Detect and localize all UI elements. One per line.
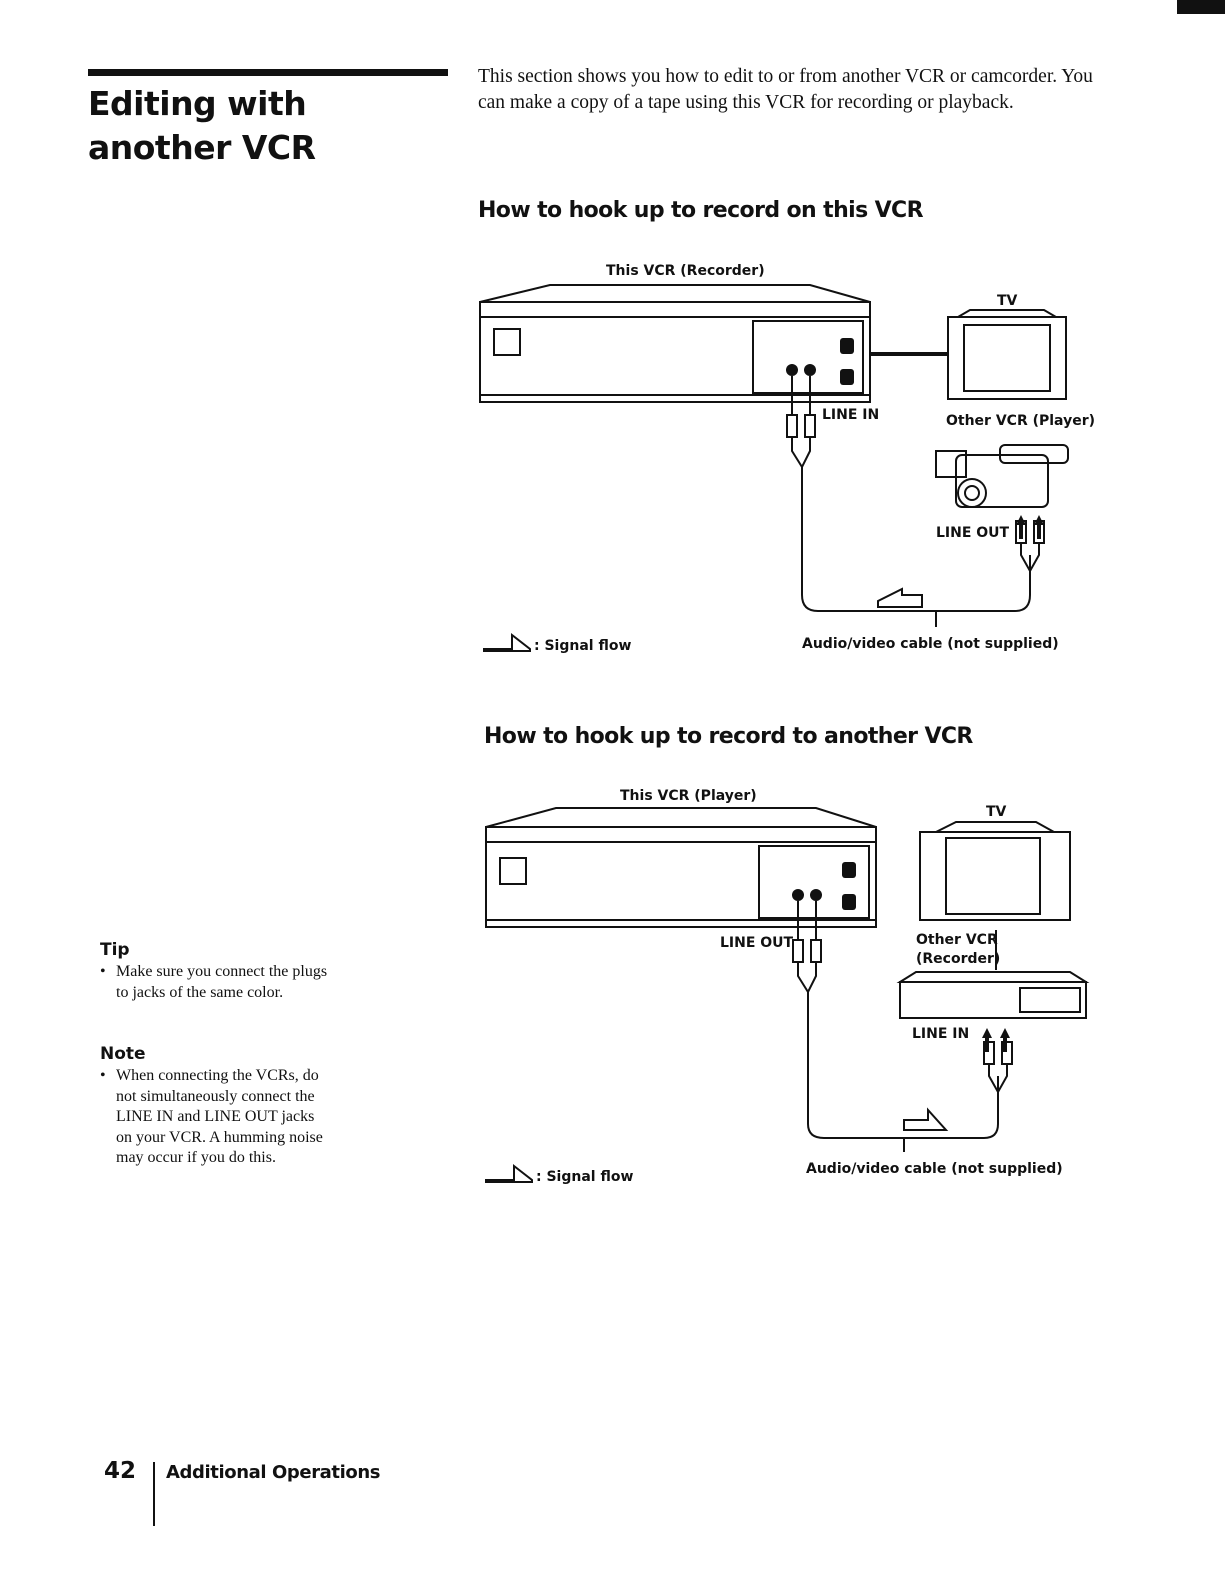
vcr-top [479, 284, 871, 303]
signal-flow-label: : Signal flow [534, 638, 631, 654]
hookup-diagram-record-on-this-vcr: This VCR (Recorder) TV LINE IN Other [470, 255, 1110, 665]
other-vcr-label-line1: Other VCR [916, 932, 998, 948]
signal-flow-legend-icon [485, 1163, 533, 1183]
hookup-diagram-record-to-another-vcr: This VCR (Player) TV Other VCR (Recorder… [476, 780, 1116, 1190]
camcorder-icon [935, 444, 1069, 508]
signal-flow-arrow-icon [877, 587, 923, 608]
tip-item: Make sure you connect the plugs to jacks… [100, 962, 330, 1003]
vcr-top [485, 807, 877, 828]
title-rule [88, 69, 448, 76]
tip-heading: Tip [100, 940, 130, 960]
tip-list: Make sure you connect the plugs to jacks… [100, 962, 330, 1003]
signal-flow-legend-icon [483, 632, 531, 652]
signal-flow-arrow-icon [903, 1107, 949, 1131]
this-vcr-recorder-label: This VCR (Recorder) [606, 263, 765, 279]
page-title: Editing with another VCR [88, 84, 316, 167]
cable-label: Audio/video cable (not supplied) [802, 636, 1059, 652]
page-number: 42 [104, 1458, 137, 1484]
cable-label: Audio/video cable (not supplied) [806, 1161, 1063, 1177]
tv-label: TV [997, 293, 1018, 309]
tv-label: TV [986, 804, 1007, 820]
note-list: When connecting the VCRs, do not simulta… [100, 1066, 330, 1169]
note-item: When connecting the VCRs, do not simulta… [100, 1066, 330, 1169]
vcr-body [485, 826, 877, 928]
line-in-label: LINE IN [912, 1026, 969, 1042]
page-edge-mark [1177, 0, 1225, 14]
footer-divider [153, 1462, 155, 1526]
this-vcr-player-label: This VCR (Player) [620, 788, 757, 804]
vcr-logo-plate [493, 328, 521, 356]
vcr-jack-panel [758, 845, 870, 919]
line-out-label: LINE OUT [936, 525, 1010, 541]
intro-paragraph: This section shows you how to edit to or… [478, 66, 1093, 113]
footer-section-name: Additional Operations [166, 1462, 381, 1483]
section-heading-record-on-this-vcr: How to hook up to record on this VCR [478, 198, 924, 223]
other-vcr-label-line2: (Recorder) [916, 951, 1000, 967]
vcr-jack-panel [752, 320, 864, 394]
tv-icon [919, 821, 1071, 921]
vcr-logo-plate [499, 857, 527, 885]
signal-flow-label: : Signal flow [536, 1169, 633, 1185]
tv-icon [947, 309, 1067, 400]
line-out-label: LINE OUT [720, 935, 794, 951]
note-heading: Note [100, 1044, 146, 1064]
line-in-label: LINE IN [822, 407, 879, 423]
section-heading-record-to-another-vcr: How to hook up to record to another VCR [484, 724, 973, 749]
recorder-vcr-icon [896, 971, 1090, 1019]
other-vcr-player-label: Other VCR (Player) [946, 413, 1095, 429]
